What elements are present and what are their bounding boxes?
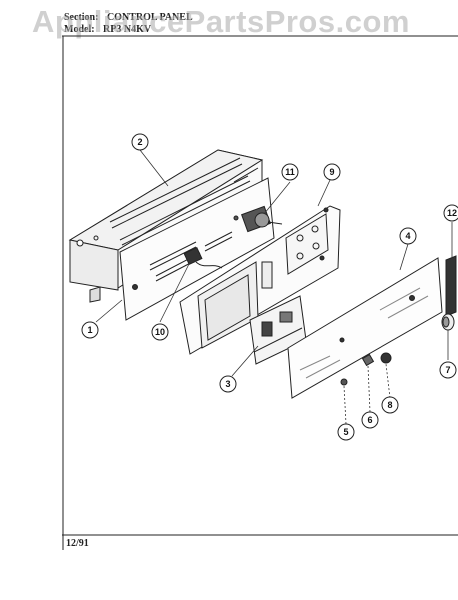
callout-11: 11 bbox=[281, 163, 299, 181]
section-value: CONTROL PANEL bbox=[106, 12, 193, 23]
svg-text:9: 9 bbox=[329, 167, 334, 177]
wire-harness bbox=[183, 246, 223, 269]
model-header: Model: RP3 N4KV bbox=[64, 24, 151, 35]
callout-labels: 2 1 11 9 10 4 12 7 3 5 6 8 bbox=[81, 133, 458, 441]
svg-text:4: 4 bbox=[405, 231, 410, 241]
control-knob bbox=[441, 313, 455, 331]
svg-text:5: 5 bbox=[343, 427, 348, 437]
footer-date: 12/91 bbox=[66, 538, 89, 549]
svg-text:7: 7 bbox=[445, 365, 450, 375]
rear-housing bbox=[68, 149, 264, 303]
svg-text:2: 2 bbox=[137, 137, 142, 147]
svg-text:12: 12 bbox=[447, 208, 457, 218]
svg-text:10: 10 bbox=[155, 327, 165, 337]
model-label: Model: bbox=[64, 24, 95, 35]
callout-3: 3 bbox=[219, 375, 237, 393]
section-label: Section: bbox=[64, 12, 99, 23]
svg-text:1: 1 bbox=[87, 325, 92, 335]
small-hardware bbox=[340, 352, 392, 386]
model-value: RP3 N4KV bbox=[103, 24, 152, 35]
button bbox=[380, 352, 392, 364]
callout-10: 10 bbox=[151, 323, 169, 341]
watermark: AppliancePartsPros.com bbox=[32, 4, 410, 39]
section-header: Section: CONTROL PANEL bbox=[64, 12, 193, 23]
callout-7: 7 bbox=[439, 361, 457, 379]
callout-2: 2 bbox=[131, 133, 149, 151]
svg-text:11: 11 bbox=[285, 167, 295, 177]
screw bbox=[340, 378, 348, 386]
control-panel-plate bbox=[179, 205, 341, 355]
callout-8: 8 bbox=[381, 396, 399, 414]
svg-text:3: 3 bbox=[225, 379, 230, 389]
svg-text:8: 8 bbox=[387, 400, 392, 410]
callout-1: 1 bbox=[81, 321, 99, 339]
callout-9: 9 bbox=[323, 163, 341, 181]
thermostat-switch bbox=[241, 205, 283, 233]
side-trim bbox=[445, 255, 457, 317]
spacer bbox=[361, 353, 375, 367]
callout-12: 12 bbox=[443, 204, 458, 222]
callout-6: 6 bbox=[361, 411, 379, 429]
glass-panel bbox=[287, 257, 443, 399]
svg-text:6: 6 bbox=[367, 415, 372, 425]
callout-5: 5 bbox=[337, 423, 355, 441]
leader-lines bbox=[95, 149, 453, 425]
callout-4: 4 bbox=[399, 227, 417, 245]
